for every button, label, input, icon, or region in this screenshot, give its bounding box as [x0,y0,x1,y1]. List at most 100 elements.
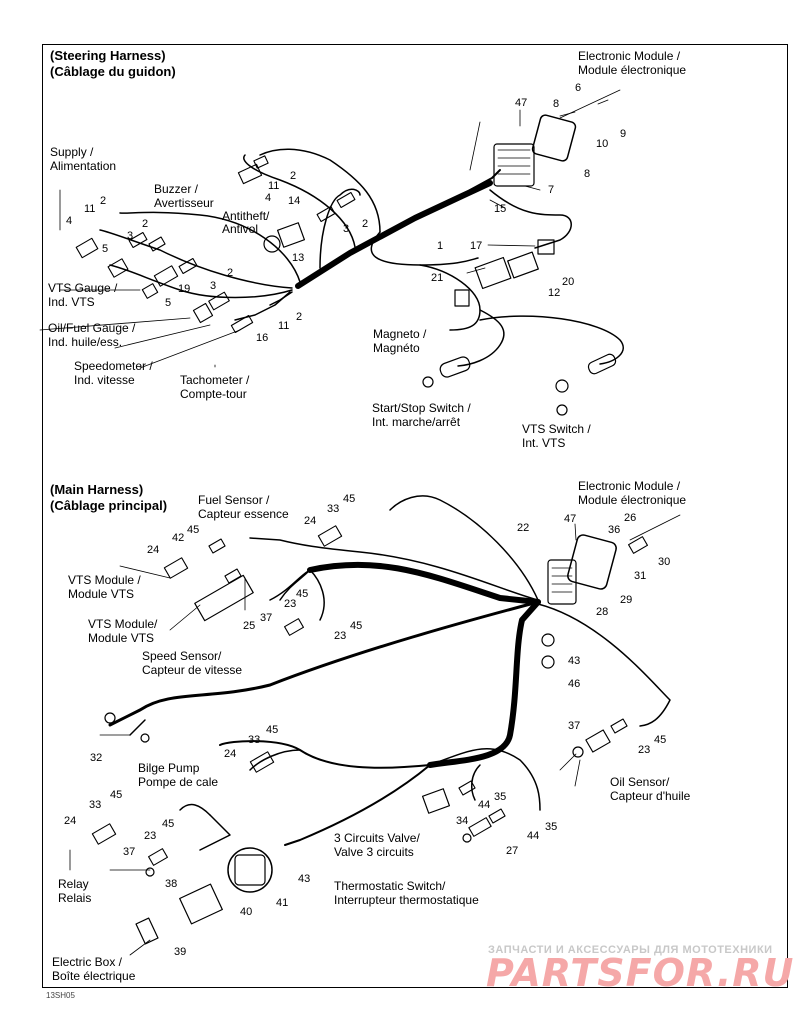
callout: 3 [210,280,217,292]
label-oil-sensor-en: Oil Sensor/ [610,775,670,789]
label-electronic-module-en: Electronic Module / [578,49,681,63]
label-main-electronic-module-en: Electronic Module / [578,479,681,493]
main-electronic-module [567,534,617,590]
callout: 26 [624,512,637,524]
callout: 33 [327,503,340,515]
diagram-frame [42,44,788,988]
label-fuel-gauge-en: Oil/Fuel Gauge / [48,321,136,335]
label-vts-gauge-en: VTS Gauge / [48,281,118,295]
label-buzzer-fr: Avertisseur [154,196,214,210]
callout: 31 [634,570,647,582]
callout: 37 [123,846,136,858]
callout: 22 [517,522,530,534]
callout: 47 [564,513,577,525]
label-antitheft-fr: Antivol [222,222,259,236]
label-vts-gauge-fr: Ind. VTS [48,295,95,309]
label-antitheft-en: Antitheft/ [222,209,270,223]
callout: 39 [174,946,187,958]
figure-code: 13SH05 [46,991,75,1000]
steering-title-fr: (Câblage du guidon) [50,64,176,79]
callout: 21 [431,272,444,284]
label-speedometer-fr: Ind. vitesse [74,373,135,387]
main-harness-trunk [307,561,541,605]
label-main-electronic-module-fr: Module électronique [578,493,687,507]
callout: 35 [494,791,507,803]
vts-module [194,574,254,622]
label-bilge-pump-en: Bilge Pump [138,761,200,775]
label-electric-box-en: Electric Box / [52,955,123,969]
callout: 19 [178,283,191,295]
label-start-stop-en: Start/Stop Switch / [372,401,471,415]
callout: 4 [66,215,73,227]
callout: 47 [515,97,528,109]
label-relay-fr: Relais [58,891,92,905]
callout: 44 [478,799,491,811]
callout: 1 [437,240,444,252]
callout: 45 [266,724,279,736]
label-supply-fr: Alimentation [50,159,117,173]
callout: 2 [362,218,369,230]
steering-title-en: (Steering Harness) [50,48,166,63]
callout: 35 [545,821,558,833]
steering-harness-trunk [295,180,493,289]
callout: 25 [243,620,256,632]
callout: 44 [527,830,540,842]
callout: 43 [568,655,581,667]
callout: 37 [260,612,273,624]
label-vts-module-1-fr: Module VTS [68,587,135,601]
label-valve-en: 3 Circuits Valve/ [334,831,420,845]
callout: 24 [147,544,160,556]
callout: 24 [224,748,237,760]
label-vts-module-2-en: VTS Module/ [88,617,158,631]
callout: 8 [553,98,560,110]
callout: 13 [292,252,305,264]
callout: 23 [334,630,347,642]
label-buzzer-en: Buzzer / [154,182,199,196]
watermark-subtitle: ЗАПЧАСТИ И АКСЕССУАРЫ ДЛЯ МОТОТЕХНИКИ [488,944,773,956]
label-magneto-en: Magneto / [373,327,427,341]
callout: 43 [298,873,311,885]
callout: 2 [290,170,297,182]
label-vts-module-2-fr: Module VTS [88,631,155,645]
callout: 45 [110,789,123,801]
callout: 2 [227,267,234,279]
callout: 15 [494,203,507,215]
callout: 33 [248,734,261,746]
callout: 20 [562,276,575,288]
callout: 2 [100,195,107,207]
label-vts-switch-en: VTS Switch / [522,422,591,436]
callout: 45 [296,588,309,600]
callout: 14 [288,195,301,207]
callout: 29 [620,594,633,606]
label-bilge-pump-fr: Pompe de cale [138,775,219,789]
callout: 23 [638,744,651,756]
callout: 2 [142,218,149,230]
callout: 38 [165,878,178,890]
callout: 28 [596,606,609,618]
callout: 7 [548,184,555,196]
callout: 9 [620,128,627,140]
callout: 24 [304,515,317,527]
callout: 46 [568,678,581,690]
callout: 17 [470,240,483,252]
callout: 6 [575,82,582,94]
label-tachometer-fr: Compte-tour [180,387,247,401]
callout: 32 [90,752,103,764]
callout: 45 [162,818,175,830]
callout: 10 [596,138,609,150]
label-fuel-sensor-en: Fuel Sensor / [198,493,270,507]
label-speedometer-en: Speedometer / [74,359,153,373]
callout: 8 [584,168,591,180]
callout: 41 [276,897,289,909]
callout: 11 [278,320,290,332]
callout: 3 [343,223,350,235]
callout: 24 [64,815,77,827]
label-fuel-sensor-fr: Capteur essence [198,507,289,521]
label-start-stop-fr: Int. marche/arrêt [372,415,461,429]
label-electric-box-fr: Boîte électrique [52,969,136,983]
label-supply-en: Supply / [50,145,94,159]
main-title-en: (Main Harness) [50,482,144,497]
label-vts-module-1-en: VTS Module / [68,573,141,587]
callout: 12 [548,287,561,299]
callout: 40 [240,906,253,918]
